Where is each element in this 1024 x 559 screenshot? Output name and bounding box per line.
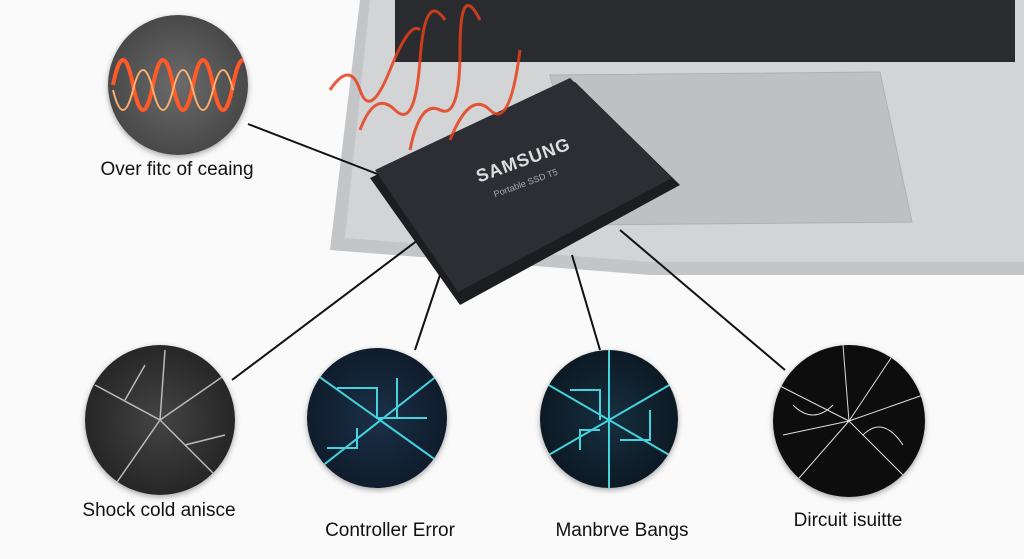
- heat-waves-icon: [328, 4, 522, 151]
- issue-label-circuit: Dircuit isuitte: [793, 510, 903, 531]
- shattered-wires-icon: [773, 345, 925, 497]
- issue-label-overheating: Over fitc of ceaing: [100, 159, 254, 180]
- issue-label-bangs: Manbrve Bangs: [555, 520, 689, 541]
- cracked-glass-icon: [85, 345, 235, 495]
- connector-line: [619, 229, 786, 371]
- issue-label-shock: Shock cold anisce: [82, 500, 236, 521]
- connector-line: [247, 123, 381, 176]
- connector-lines: [231, 123, 786, 381]
- connector-line: [231, 239, 419, 381]
- ssd-drive: [370, 78, 680, 305]
- keyboard: [395, 0, 1015, 62]
- circuit-glow-icon: [540, 350, 678, 488]
- connector-line: [414, 274, 441, 351]
- heat-wave-icon: [108, 15, 248, 155]
- connector-line: [571, 254, 601, 351]
- issue-label-controller: Controller Error: [325, 520, 455, 541]
- circuit-board-icon: [307, 348, 447, 488]
